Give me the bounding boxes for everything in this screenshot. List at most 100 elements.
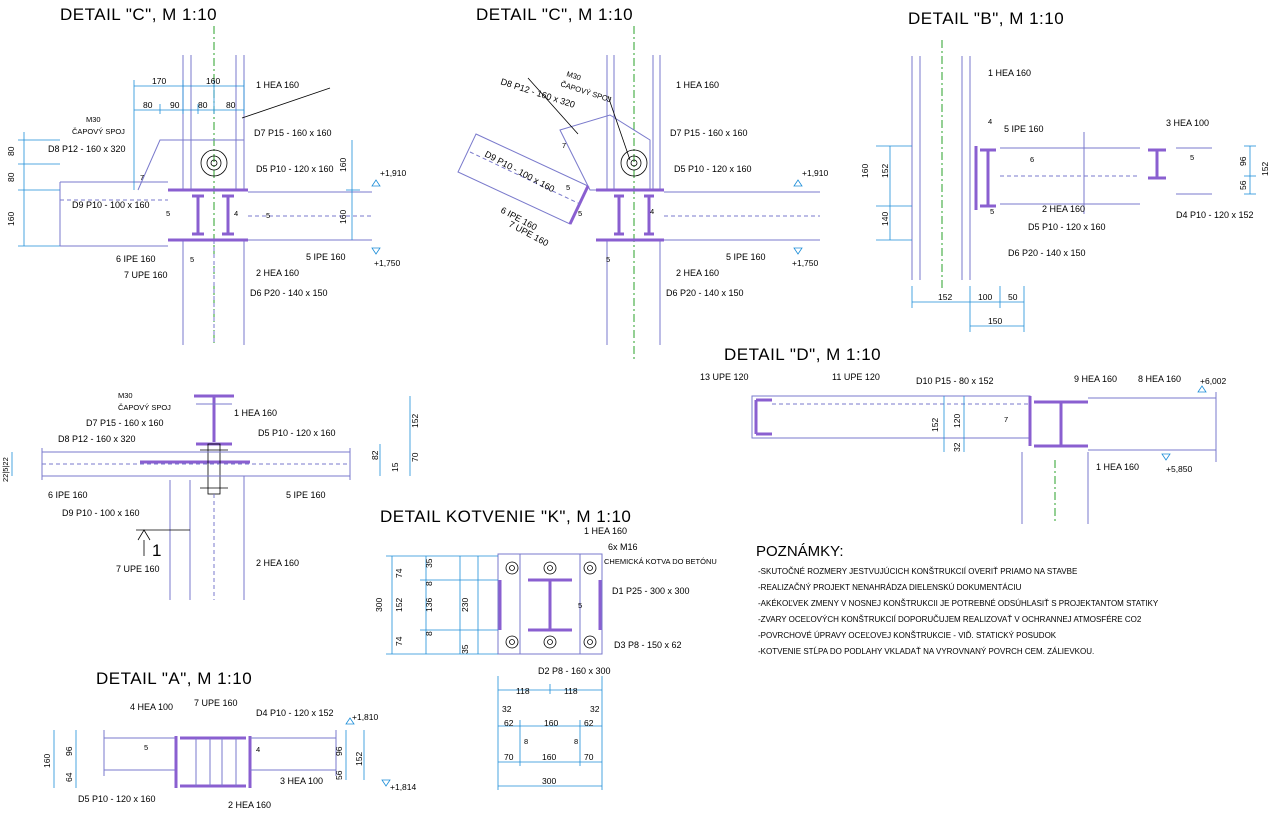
label: 13 UPE 120	[700, 372, 749, 382]
dimension: 8	[574, 737, 578, 746]
detail-c1-labels: 1 HEA 160 D7 P15 - 160 x 160 D5 P10 - 12…	[6, 76, 407, 298]
weld-mark: 6	[1030, 155, 1034, 164]
notes-heading: POZNÁMKY:	[756, 543, 844, 560]
label: D7 P15 - 160 x 160	[254, 128, 332, 138]
dimension: 70	[584, 752, 594, 762]
label: 8 HEA 160	[1138, 374, 1181, 384]
dimension: 96	[334, 746, 344, 756]
label: 7 UPE 160	[124, 270, 168, 280]
dimension: 160	[42, 754, 52, 768]
weld-mark: 5	[606, 255, 610, 264]
dimension: 160	[6, 212, 16, 226]
weld-mark: 5	[190, 255, 194, 264]
detail-d-labels: 13 UPE 120 11 UPE 120 D10 P15 - 80 x 152…	[700, 372, 1227, 474]
note-item: -KOTVENIE STĹPA DO PODLAHY VKLADAŤ NA VY…	[758, 647, 1094, 656]
dimension: 152	[1260, 162, 1270, 176]
label: D9 P10 - 100 x 160	[72, 200, 150, 210]
label: CHEMICKÁ KOTVA DO BETÓNU	[604, 557, 717, 566]
dimension: 160	[860, 164, 870, 178]
weld-mark: 5	[1190, 153, 1194, 162]
dimension: 152	[410, 414, 420, 428]
level-mark: +1,814	[390, 782, 417, 792]
label: 5 IPE 160	[306, 252, 346, 262]
label: D5 P10 - 120 x 160	[1028, 222, 1106, 232]
dimension: 120	[952, 414, 962, 428]
label: M30	[86, 115, 101, 124]
label: 2 HEA 160	[676, 268, 719, 278]
label: 5 IPE 160	[286, 490, 326, 500]
weld-mark: 7	[140, 173, 144, 182]
dimension: 62	[584, 718, 594, 728]
dimension: 152	[938, 292, 952, 302]
dimension: 32	[590, 704, 600, 714]
label: 5 IPE 160	[726, 252, 766, 262]
label: 9 HEA 160	[1074, 374, 1117, 384]
dimension: 80	[6, 146, 16, 156]
detail-d-drawing	[751, 385, 1217, 524]
weld-mark: 5	[578, 209, 582, 218]
label: 1 HEA 160	[988, 68, 1031, 78]
dimension: 150	[988, 316, 1002, 326]
detail-k-drawing	[386, 553, 603, 790]
dimension: 70	[504, 752, 514, 762]
weld-mark: 4	[234, 209, 238, 218]
title-detail-d: DETAIL "D", M 1:10	[724, 345, 881, 364]
label: D4 P10 - 120 x 152	[1176, 210, 1254, 220]
weld-mark: 5	[566, 183, 570, 192]
label: D7 P15 - 160 x 160	[670, 128, 748, 138]
side-view-drawing	[11, 394, 411, 600]
dimension: 74	[394, 636, 404, 646]
label: D5 P10 - 120 x 160	[674, 164, 752, 174]
label: D7 P15 - 160 x 160	[86, 418, 164, 428]
dimension: 160	[542, 752, 556, 762]
dimension: 160	[338, 210, 348, 224]
dimension: 160	[544, 718, 558, 728]
note-item: -AKÉKOĽVEK ZMENY V NOSNEJ KONŠTRUKCII JE…	[758, 599, 1159, 608]
detail-k-labels: 1 HEA 160 6x M16 CHEMICKÁ KOTVA DO BETÓN…	[374, 526, 717, 786]
label: 1 HEA 160	[256, 80, 299, 90]
label: 7 UPE 160	[194, 698, 238, 708]
label: 7 UPE 160	[116, 564, 160, 574]
dimension: 70	[410, 452, 420, 462]
label: D9 P10 - 100 x 160	[62, 508, 140, 518]
dimension: 56	[1238, 180, 1248, 190]
level-mark: +6,002	[1200, 376, 1227, 386]
label: 4 HEA 100	[130, 702, 173, 712]
dimension: 152	[930, 418, 940, 432]
notes-block: POZNÁMKY: -SKUTOČNÉ ROZMERY JESTVUJÚCICH…	[756, 543, 1159, 656]
label: 11 UPE 120	[832, 372, 880, 382]
detail-b-drawing	[876, 40, 1256, 332]
label: 2 HEA 160	[256, 268, 299, 278]
dimension: 35	[424, 558, 434, 568]
dimension: 80	[226, 100, 236, 110]
detail-a-drawing	[53, 717, 391, 788]
dimension: 8	[524, 737, 528, 746]
label: D6 P20 - 140 x 150	[250, 288, 328, 298]
label: M30	[565, 69, 582, 82]
label: 2 HEA 160	[1042, 204, 1085, 214]
dimension: 50	[1008, 292, 1018, 302]
dimension: 96	[64, 746, 74, 756]
label: ČAPOVÝ SPOJ	[118, 403, 171, 412]
label: D2 P8 - 160 x 300	[538, 666, 611, 676]
dimension: 96	[1238, 156, 1248, 166]
dimension: 160	[338, 158, 348, 172]
section-mark: 1	[152, 541, 162, 560]
label: D5 P10 - 120 x 160	[256, 164, 334, 174]
dimension: 8	[424, 631, 434, 636]
label: 5 IPE 160	[1004, 124, 1044, 134]
label: 3 HEA 100	[1166, 118, 1209, 128]
title-detail-c2: DETAIL "C", M 1:10	[476, 5, 633, 24]
dimension: 22|5|22	[1, 457, 10, 482]
label: D1 P25 - 300 x 300	[612, 586, 690, 596]
weld-mark: 7	[1004, 415, 1008, 424]
dimension: 90	[170, 100, 180, 110]
dimension: 300	[374, 598, 384, 612]
label: D9 P10 - 100 x 160	[483, 149, 556, 194]
dimension: 56	[334, 770, 344, 780]
level-mark: +1,910	[802, 168, 829, 178]
dimension: 62	[504, 718, 514, 728]
dimension: 82	[370, 450, 380, 460]
title-detail-a: DETAIL "A", M 1:10	[96, 669, 252, 688]
